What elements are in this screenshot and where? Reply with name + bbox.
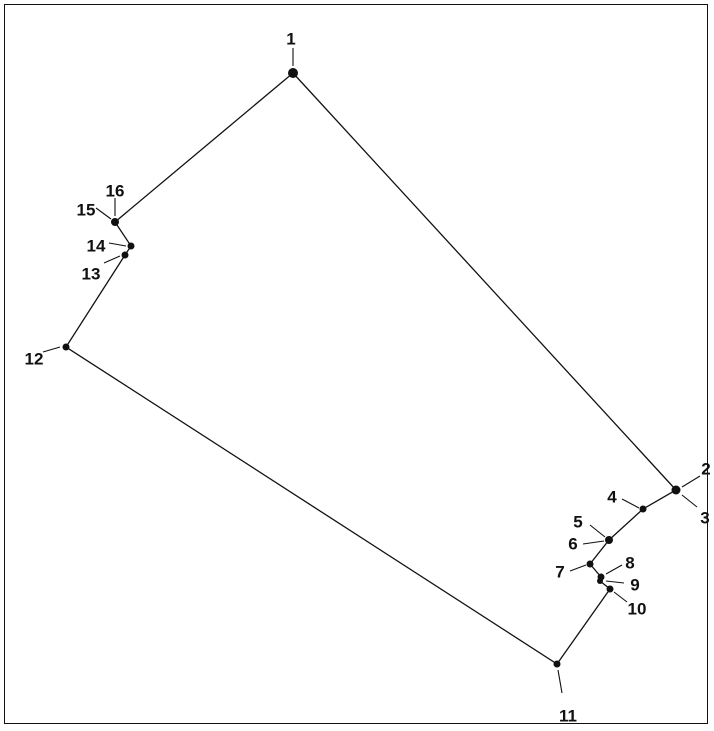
leader-line-9	[605, 580, 625, 584]
leader-line-4	[621, 498, 640, 509]
vertex-point-13	[121, 251, 129, 259]
polygon-vertices	[62, 68, 681, 668]
vertex-label-11: 11	[559, 706, 577, 725]
vertex-point-5	[605, 536, 613, 544]
vertex-point-14	[127, 242, 135, 250]
leader-line-7	[569, 564, 587, 572]
polygon-edges	[65, 72, 678, 665]
vertex-point-2	[671, 485, 681, 495]
vertex-point-9	[597, 578, 603, 584]
vertex-label-1: 1	[286, 29, 295, 48]
vertex-label-10: 10	[628, 599, 647, 618]
vertex-label-3: 3	[700, 508, 709, 527]
vertex-label-14: 14	[87, 236, 106, 255]
vertex-label-15: 15	[77, 200, 96, 219]
vertex-label-8: 8	[625, 553, 634, 572]
vertex-label-2: 2	[701, 459, 710, 478]
vertex-label-4: 4	[607, 487, 617, 506]
leader-line-15	[95, 207, 112, 220]
vertex-point-10	[606, 585, 614, 593]
vertex-label-9: 9	[630, 575, 639, 594]
leader-line-10	[613, 591, 628, 603]
leader-line-8	[605, 564, 623, 575]
vertex-label-6: 6	[568, 534, 577, 553]
vertex-label-7: 7	[555, 562, 564, 581]
vertex-point-7	[586, 560, 594, 568]
leader-line-6	[582, 540, 605, 545]
polygon-outline	[65, 72, 678, 665]
vertex-point-4	[639, 505, 647, 513]
vertex-point-11	[553, 660, 561, 668]
leader-line-2	[681, 475, 701, 488]
vertex-point-12	[62, 343, 70, 351]
label-leaders	[42, 48, 701, 694]
leader-line-14	[108, 242, 127, 247]
leader-line-12	[42, 346, 61, 353]
leader-line-5	[589, 524, 606, 538]
leader-line-11	[557, 669, 563, 694]
vertex-label-12: 12	[25, 349, 44, 368]
leader-line-13	[103, 255, 121, 264]
vertex-label-5: 5	[573, 512, 582, 531]
vertex-point-15	[111, 218, 119, 226]
vertex-label-16: 16	[106, 181, 125, 200]
vertex-point-1	[288, 68, 298, 78]
leader-line-3	[681, 494, 698, 508]
diagram-frame	[4, 4, 708, 724]
vertex-label-13: 13	[82, 264, 101, 283]
